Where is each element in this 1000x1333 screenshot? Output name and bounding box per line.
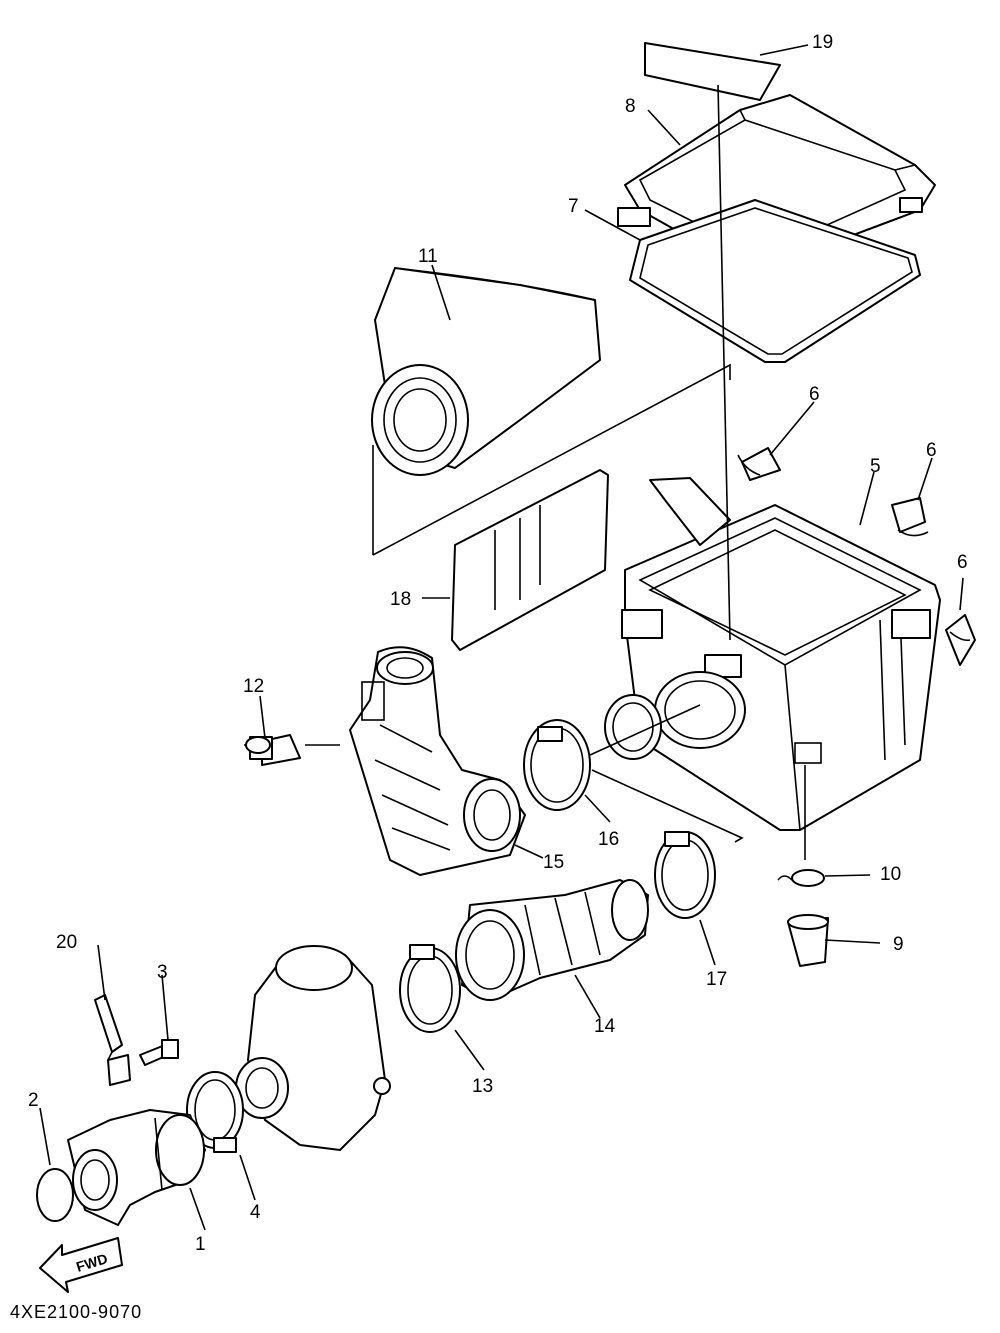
callout-leaders [39,44,964,1231]
diagram-code: 4XE2100-9070 [10,1302,142,1322]
callout-2: 2 [28,1090,39,1111]
part-14-joint [455,879,649,1001]
fwd-arrow-icon: FWD [39,1237,123,1293]
callout-6a: 6 [809,384,820,405]
callout-11: 11 [418,246,438,267]
callout-16: 16 [598,829,619,850]
callout-18: 18 [390,589,411,610]
callout-6b: 6 [926,440,937,461]
part-6-clip-b [891,497,929,537]
part-6-clip-c [945,614,976,666]
callout-20: 20 [56,932,77,953]
callout-19: 19 [812,32,833,53]
callout-1: 1 [195,1234,206,1255]
part-7-gasket [629,199,921,363]
part-19-label [644,42,781,101]
callout-12: 12 [243,676,264,697]
callout-14: 14 [594,1016,616,1037]
callout-4: 4 [250,1202,261,1223]
part-13-hose-clamp [399,944,461,1033]
callout-10: 10 [880,864,901,885]
callout-9: 9 [893,934,904,955]
callout-numbers: 1 2 3 4 5 6 6 6 7 8 9 10 11 12 13 14 15 … [28,32,968,1255]
part-15-duct [349,646,526,876]
part-10-clip [777,869,825,887]
part-6-clip-a [737,447,781,481]
part-1-carburetor-joint [67,1109,206,1226]
callout-13: 13 [472,1076,493,1097]
part-18-pad [451,469,609,651]
part-17-hose-clamp [654,831,716,919]
callout-6c: 6 [957,552,968,573]
assembly-lines [305,84,806,860]
callout-7: 7 [568,196,579,217]
part-9-cap [787,914,829,967]
part-2-o-ring [36,1168,74,1222]
callout-8: 8 [625,96,636,117]
part-12-joint [244,734,301,766]
part-20-clip [94,994,131,1086]
part-11-filter-element [371,267,601,476]
callout-15: 15 [543,852,564,873]
callout-17: 17 [706,969,727,990]
part-16-hose-clamp [523,719,591,811]
callout-3: 3 [157,962,168,983]
part-4-hose-clamp [186,1071,244,1153]
carburetor [235,945,391,1151]
callout-5: 5 [870,456,881,477]
part-5-case [604,477,941,831]
part-3-screw [139,1039,179,1066]
